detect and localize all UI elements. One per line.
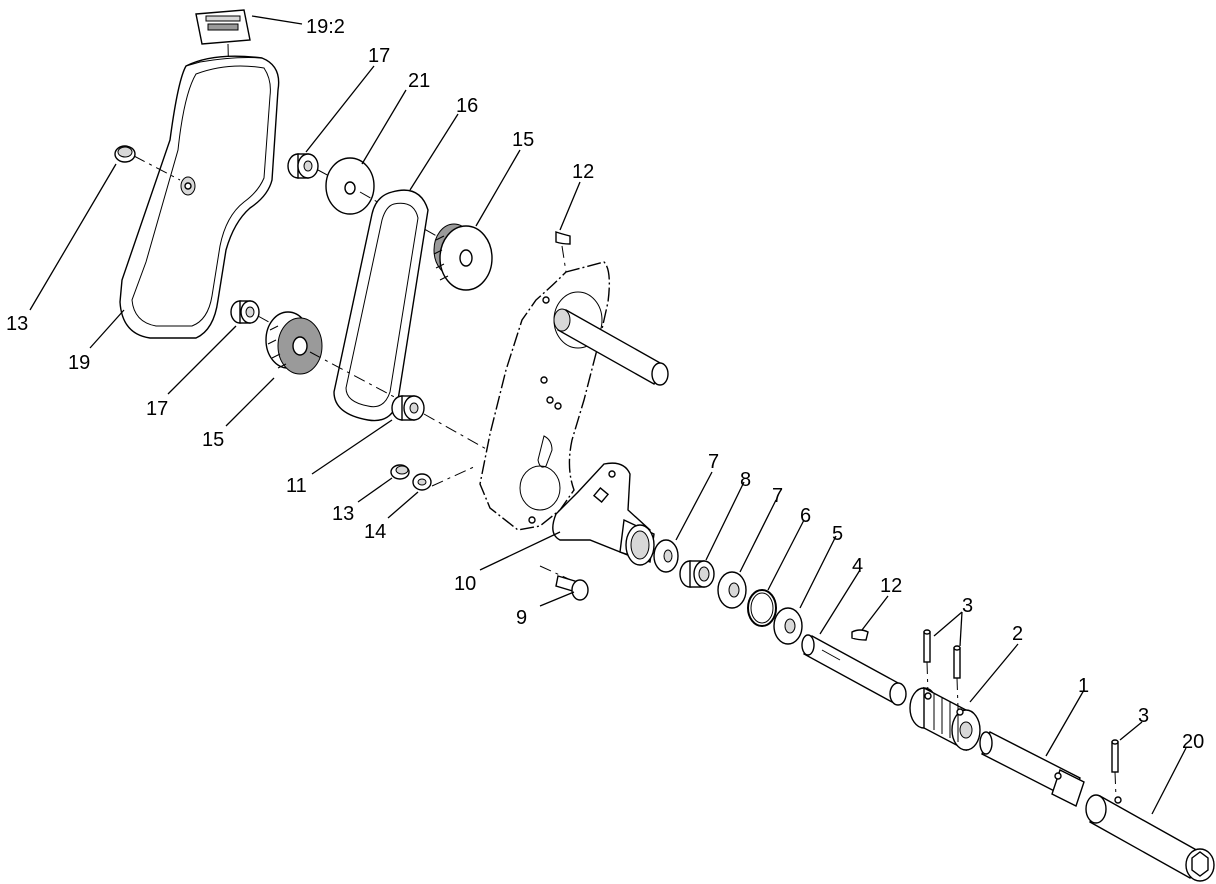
bushing-part	[391, 395, 489, 451]
belt-part	[333, 189, 429, 422]
spacer-lower-part	[230, 300, 277, 327]
roll-pin-a-part	[923, 629, 931, 695]
callout-1: 1	[1078, 675, 1089, 697]
roll-pin-c-part	[1111, 739, 1119, 799]
callout-12-top: 12	[572, 161, 594, 183]
washer-14-part	[412, 465, 477, 491]
washer-5-part	[773, 607, 803, 645]
callout-6: 6	[800, 505, 811, 527]
sprocket-lower-part	[265, 311, 401, 401]
coupler-part	[909, 686, 981, 752]
flange-nut-part	[114, 145, 181, 181]
callout-10: 10	[454, 573, 476, 595]
callout-21: 21	[408, 70, 430, 92]
key-upper-part	[555, 231, 571, 273]
callout-19: 19	[68, 352, 90, 374]
sprocket-upper-part	[433, 223, 493, 291]
callout-labels: 19:2 17 21 16 15 12 13 19 17 15 11 13 14…	[6, 16, 1204, 753]
input-shaft-part	[801, 634, 907, 706]
washer-21-part	[325, 157, 441, 239]
callout-15-top: 15	[512, 129, 534, 151]
belt-cover-part	[119, 55, 280, 339]
callout-15-bottom: 15	[202, 429, 224, 451]
callout-17-top: 17	[368, 45, 390, 67]
callout-3-top: 3	[962, 595, 973, 617]
callout-8: 8	[740, 469, 751, 491]
callout-3-bottom: 3	[1138, 705, 1149, 727]
washer-7a-part	[653, 539, 679, 573]
callout-4: 4	[852, 555, 863, 577]
callout-7-a: 7	[708, 451, 719, 473]
socket-tube-part	[1085, 794, 1215, 882]
mounting-plate-part	[479, 261, 669, 531]
callout-13-mid: 13	[332, 503, 354, 525]
flange-nut-mid-part	[390, 464, 410, 480]
callout-17-bottom: 17	[146, 398, 168, 420]
drive-shaft-part	[979, 731, 1085, 807]
callout-5: 5	[832, 523, 843, 545]
callout-16: 16	[456, 95, 478, 117]
callout-14: 14	[364, 521, 386, 543]
retaining-ring-part	[747, 589, 777, 627]
callout-20: 20	[1182, 731, 1204, 753]
washer-7b-part	[717, 571, 747, 609]
spacer-upper-part	[287, 153, 341, 183]
callout-2: 2	[1012, 623, 1023, 645]
bearing-part	[679, 560, 715, 588]
callout-11: 11	[286, 475, 307, 497]
clevis-pin-part	[555, 575, 589, 601]
leader-lines	[29, 15, 1187, 815]
callout-9: 9	[516, 607, 527, 629]
callout-12-bottom: 12	[880, 575, 902, 597]
key-lower-part	[851, 629, 869, 641]
callout-19-2: 19:2	[306, 16, 345, 38]
bracket-part	[539, 462, 655, 587]
callout-13-left: 13	[6, 313, 28, 335]
callout-7-b: 7	[772, 485, 783, 507]
roll-pin-b-part	[953, 645, 961, 709]
